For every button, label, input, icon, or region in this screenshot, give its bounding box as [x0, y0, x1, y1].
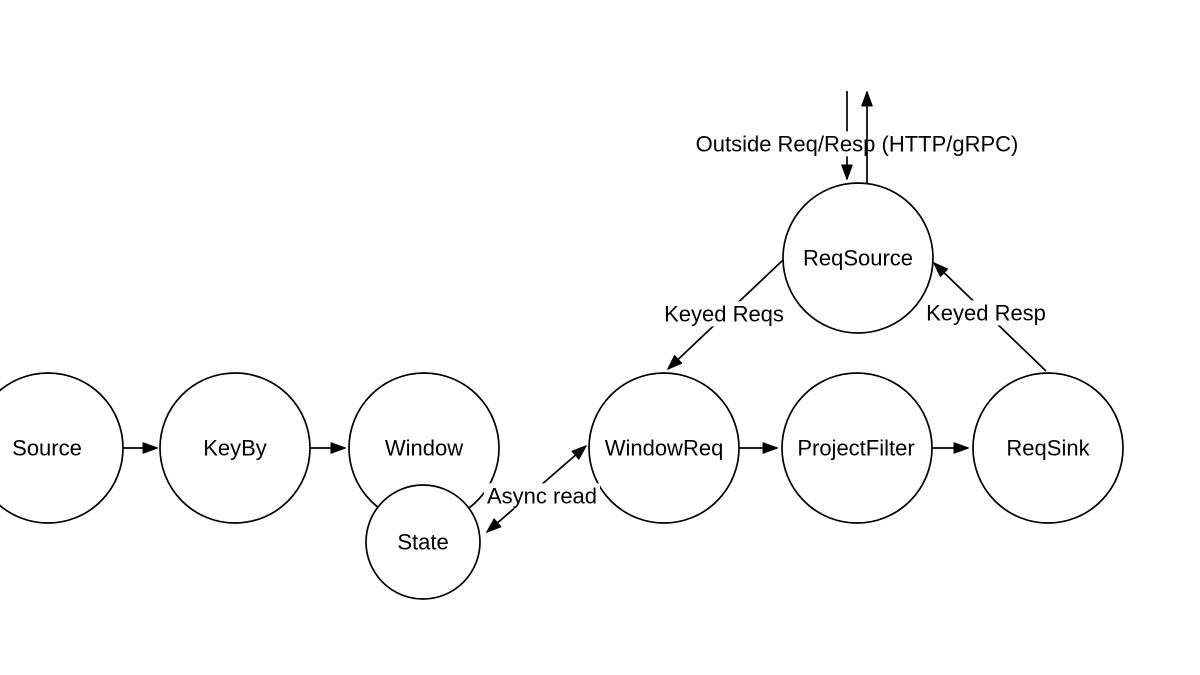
node-reqsource-label: ReqSource [802, 245, 914, 271]
edge-label-keyed-resp: Keyed Resp [923, 300, 1049, 326]
node-source-label: Source [12, 435, 82, 461]
node-windowreq-label: WindowReq [604, 435, 724, 461]
node-keyby-label: KeyBy [203, 435, 267, 461]
node-window-label: Window [384, 435, 464, 461]
edge-label-async-read: Async read [483, 483, 601, 509]
edge-label-outside-reqresp: Outside Req/Resp (HTTP/gRPC) [692, 131, 1022, 157]
node-reqsink-label: ReqSink [1006, 435, 1090, 461]
edge-label-keyed-reqs: Keyed Reqs [661, 301, 787, 327]
node-state-label: State [397, 529, 449, 555]
node-projectfilter-label: ProjectFilter [797, 435, 915, 461]
